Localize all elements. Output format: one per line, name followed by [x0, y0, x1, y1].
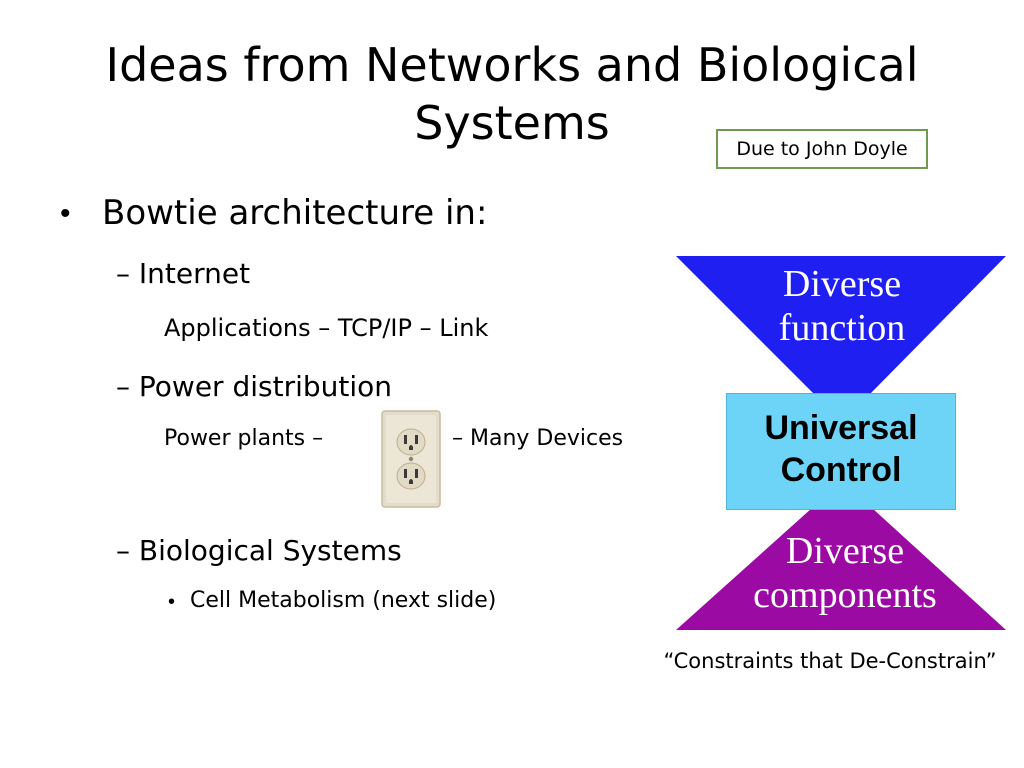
bottom-label-line-2: components	[753, 574, 937, 616]
center-label-line-2: Control	[780, 451, 902, 489]
item-cell-metabolism: Cell Metabolism (next slide)	[190, 588, 497, 613]
bullet-bowtie: Bowtie architecture in:	[102, 193, 488, 233]
bottom-funnel-label: Diverse components	[720, 529, 970, 617]
item-power-detail-before: Power plants –	[164, 426, 324, 451]
slide-title: Ideas from Networks and Biological Syste…	[105, 38, 919, 150]
item-power-detail-after: – Many Devices	[452, 426, 624, 451]
top-funnel-label: Diverse function	[742, 262, 942, 350]
item-internet-detail: Applications – TCP/IP – Link	[164, 314, 489, 342]
bottom-funnel	[676, 508, 1006, 630]
top-label-line-1: Diverse	[782, 263, 902, 305]
bowtie-caption: “Constraints that De-Constrain”	[663, 649, 997, 673]
bullet-marker: •	[60, 197, 71, 230]
item-power: – Power distribution	[116, 370, 393, 403]
bowtie-diagram	[672, 254, 1008, 634]
power-outlet-icon	[376, 407, 446, 511]
item-internet: – Internet	[116, 257, 251, 290]
bottom-label-line-1: Diverse	[785, 530, 905, 572]
center-label-line-1: Universal	[764, 409, 918, 447]
sub-bullet-marker: •	[168, 591, 176, 613]
item-bio: – Biological Systems	[116, 534, 402, 567]
universal-control-box	[726, 393, 956, 510]
top-funnel	[676, 256, 1006, 394]
universal-control-label: Universal Control	[726, 407, 956, 491]
credit-box: Due to John Doyle	[716, 129, 928, 169]
top-label-line-2: function	[778, 307, 906, 349]
